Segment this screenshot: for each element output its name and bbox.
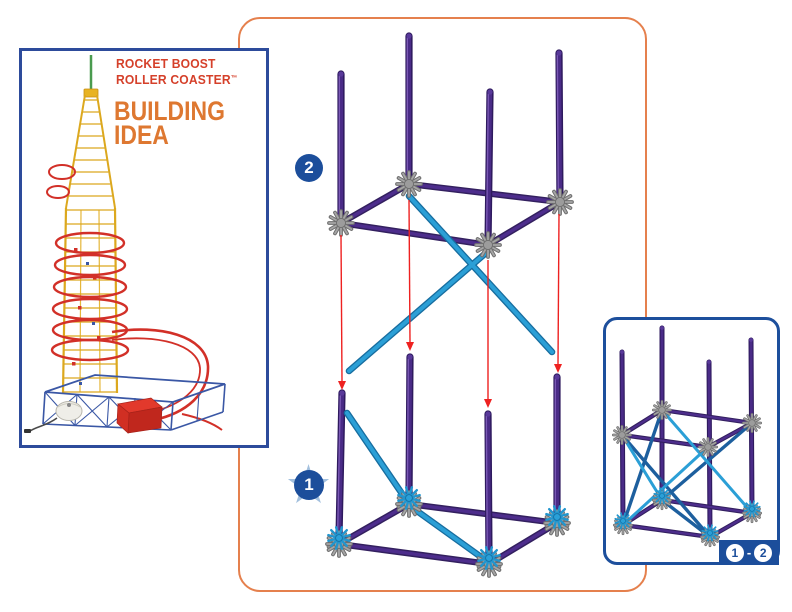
steps-range-badge: 1 - 2: [719, 540, 779, 565]
product-title-line2: ROLLER COASTER™: [116, 71, 238, 87]
step-2-marker: 2: [295, 154, 323, 182]
main-step-panel: [238, 17, 647, 592]
step-1-marker: 1: [294, 470, 324, 500]
badge-step-1: 1: [725, 543, 744, 562]
product-title: ROCKET BOOST ROLLER COASTER™: [116, 56, 238, 87]
badge-separator: -: [746, 544, 752, 560]
badge-step-2: 2: [754, 543, 773, 562]
completed-assembly-inset-panel: [603, 317, 780, 565]
building-idea-line2: IDEA: [114, 120, 169, 150]
trademark-symbol: ™: [230, 74, 238, 82]
building-idea-heading: BUILDING IDEA: [114, 96, 225, 150]
product-title-line1: ROCKET BOOST: [116, 56, 216, 71]
building-idea-line1: BUILDING: [114, 96, 225, 126]
